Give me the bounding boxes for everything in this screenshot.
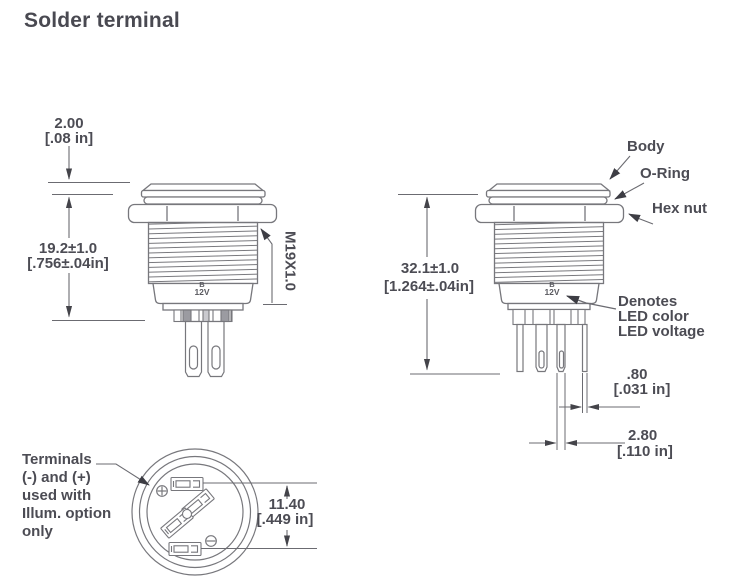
- led-note-line3: LED voltage: [618, 323, 705, 340]
- led-note-line1: Denotes: [618, 293, 678, 310]
- negative-mark-icon: [205, 535, 217, 547]
- thread-spec-label: M19X1.0: [281, 230, 299, 292]
- threaded-bushing: [493, 221, 605, 285]
- pins: [516, 323, 588, 373]
- terminals-note-leader-arrow: [96, 463, 150, 486]
- o-ring-shape: [143, 196, 263, 205]
- terminals-note-line3: used with: [22, 487, 92, 504]
- terminals-note-line4: Illum. option: [22, 505, 112, 522]
- o-ring-shape: [488, 196, 608, 205]
- pin-diameter-mm: .80: [626, 366, 648, 383]
- front-marking-line1: B: [199, 280, 205, 289]
- positive-terminal: [170, 476, 204, 492]
- terminals-note-line1: Terminals: [22, 451, 92, 468]
- terminal-blocks: [173, 309, 233, 323]
- hex-nut-shape: [127, 203, 278, 224]
- front-height-inch: [.756±.04in]: [27, 255, 109, 272]
- o-ring-label: O-Ring: [640, 165, 690, 182]
- terminal-span-mm: 11.40: [268, 496, 306, 513]
- thread-spec-leader: [260, 228, 287, 306]
- side-height-mm: 32.1±1.0: [400, 260, 460, 277]
- cap: [485, 183, 611, 198]
- led-pin-right: [581, 323, 588, 373]
- side-height-inch: [1.264±.04in]: [384, 278, 474, 295]
- side-marking-line1: B: [549, 280, 555, 289]
- solder-lug-terminals: [184, 320, 225, 378]
- hex-nut-label: Hex nut: [652, 200, 708, 217]
- terminal-header: [512, 308, 586, 326]
- led-note-leader-arrow: [565, 295, 617, 310]
- terminal-span-inch: [.449 in]: [256, 511, 314, 528]
- threaded-bushing: [147, 221, 259, 285]
- front-height-mm: 19.2±1.0: [38, 240, 98, 257]
- cap: [140, 183, 266, 198]
- side-marking-line2: 12V: [544, 287, 560, 297]
- led-note-line2: LED color: [618, 308, 689, 325]
- hex-nut-leader-arrow: [628, 213, 654, 225]
- side-view-dimensions: [398, 155, 654, 450]
- side-view-drawing: [474, 183, 625, 373]
- page-title: Solder terminal: [24, 9, 180, 32]
- terminals-note-line5: only: [22, 523, 53, 540]
- base-plate: [507, 302, 591, 311]
- hex-nut-shape: [474, 203, 625, 224]
- front-marking-line2: 12V: [194, 287, 210, 297]
- base-plate: [162, 302, 244, 311]
- pin-diameter-inch: [.031 in]: [613, 381, 671, 398]
- cap-height-inch: [.08 in]: [44, 130, 94, 147]
- body-skirt: [152, 282, 254, 305]
- terminal-width-mm: 2.80: [628, 427, 658, 444]
- cap-height-mm: 2.00: [54, 115, 84, 132]
- body-leader-arrow: [609, 155, 631, 180]
- positive-mark-icon: [156, 485, 168, 497]
- front-view-drawing: [127, 183, 278, 378]
- o-ring-leader-arrow: [614, 182, 645, 200]
- body-label: Body: [627, 138, 665, 155]
- front-view-dimensions: [48, 146, 287, 321]
- terminals-note-line2: (-) and (+): [22, 469, 91, 486]
- terminal-width-inch: [.110 in]: [617, 443, 673, 460]
- span-dimension: [201, 482, 317, 549]
- negative-terminal: [168, 541, 202, 557]
- led-pin-left: [516, 323, 524, 373]
- bottom-view-drawing: [96, 448, 317, 576]
- center-post: [181, 508, 193, 520]
